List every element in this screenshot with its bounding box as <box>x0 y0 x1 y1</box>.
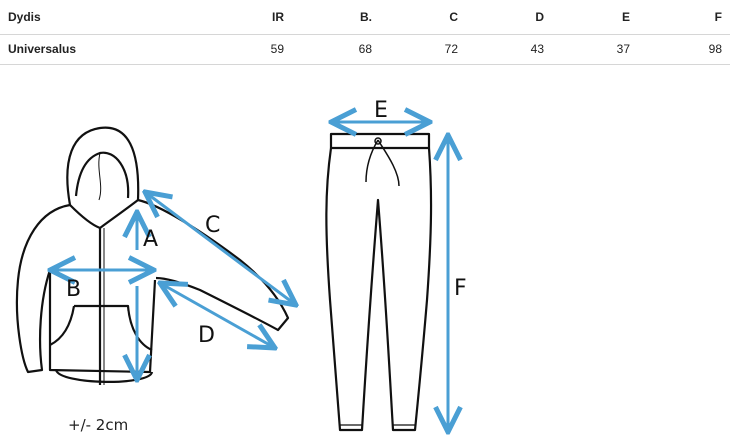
tolerance-note: +/- 2cm <box>68 416 129 434</box>
cell-c: 72 <box>380 34 466 65</box>
label-b: B <box>66 277 81 302</box>
header-f: F <box>638 0 730 35</box>
size-diagram: A B C D E F <box>15 98 467 446</box>
hoodie-illustration <box>15 126 290 385</box>
size-table: Dydis IR B. C D E F Universalus 59 68 72… <box>0 0 730 65</box>
cell-f: 98 <box>638 34 730 65</box>
table-row: Universalus 59 68 72 43 37 98 <box>0 34 730 65</box>
label-e: E <box>374 98 388 123</box>
label-d: D <box>198 323 215 348</box>
cell-d: 43 <box>466 34 552 65</box>
label-c: C <box>205 213 220 238</box>
header-a: IR <box>180 0 292 35</box>
header-c: C <box>380 0 466 35</box>
cell-size: Universalus <box>0 34 180 65</box>
header-d: D <box>466 0 552 35</box>
cell-b: 68 <box>292 34 380 65</box>
pants-illustration <box>325 132 433 432</box>
arrow-d <box>160 283 275 348</box>
header-size: Dydis <box>0 0 180 35</box>
header-b: B. <box>292 0 380 35</box>
cell-e: 37 <box>552 34 638 65</box>
table-header-row: Dydis IR B. C D E F <box>0 0 730 35</box>
header-e: E <box>552 0 638 35</box>
label-f: F <box>454 276 467 301</box>
label-a: A <box>143 227 158 252</box>
cell-a: 59 <box>180 34 292 65</box>
